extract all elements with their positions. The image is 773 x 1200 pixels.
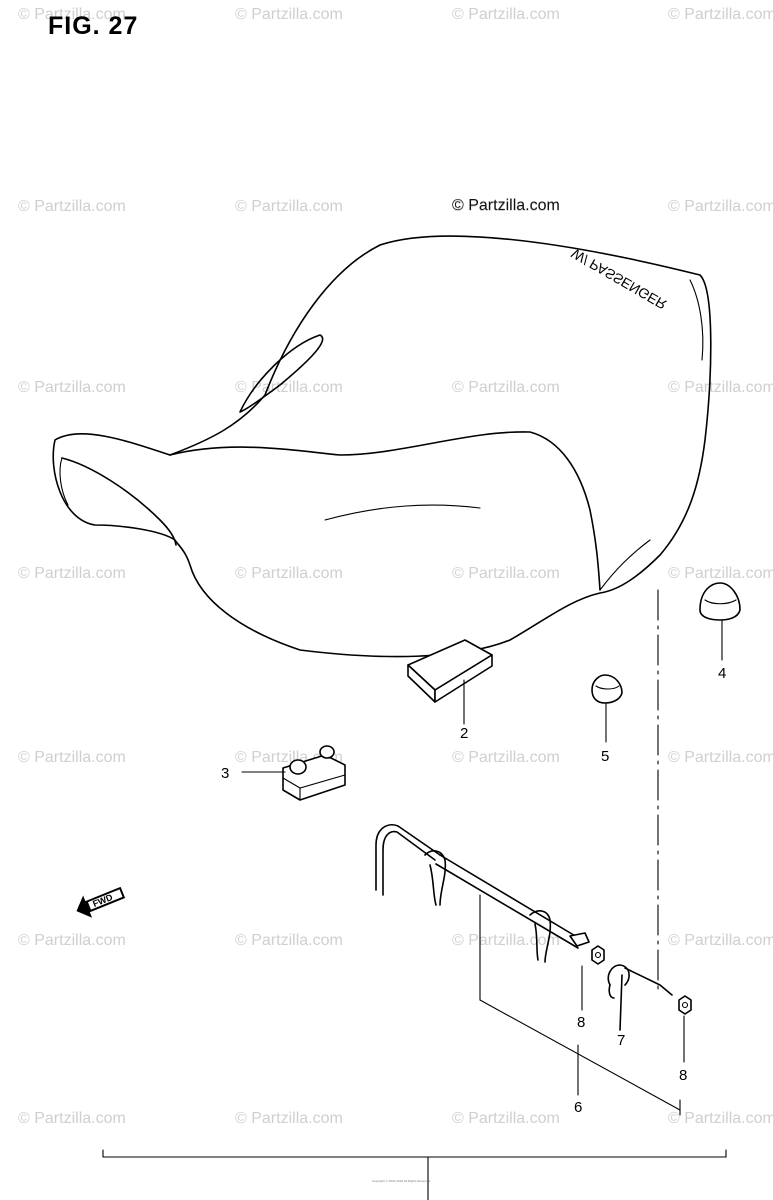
part-7-clip[interactable] (607, 964, 673, 1031)
watermark-6-0: © Partzilla.com (18, 1110, 126, 1127)
watermark-prominent: © Partzilla.com (452, 197, 560, 214)
part-number-8b: 8 (679, 1067, 687, 1084)
watermark-6-3: © Partzilla.com (668, 1110, 773, 1127)
watermark-1-0: © Partzilla.com (18, 198, 126, 215)
part-6-latch-rod[interactable] (375, 824, 590, 963)
watermark-3-0: © Partzilla.com (18, 565, 126, 582)
watermark-5-1: © Partzilla.com (235, 932, 343, 949)
watermark-6-1: © Partzilla.com (235, 1110, 343, 1127)
part-number-3: 3 (221, 765, 229, 782)
part-4-cushion[interactable] (699, 582, 741, 621)
assembly-bracket (102, 1149, 727, 1200)
footer-copyright: Copyright © 2001-2016 All Rights Reserve… (372, 1179, 430, 1183)
watermark-4-0: © Partzilla.com (18, 749, 126, 766)
part-2-pad[interactable] (407, 639, 493, 703)
seat-illustration[interactable]: W/ PASSENGER (52, 235, 712, 658)
part-8-nut-right[interactable] (678, 995, 692, 1015)
watermark-6-2: © Partzilla.com (452, 1110, 560, 1127)
part-number-8a: 8 (577, 1014, 585, 1031)
watermark-0-0: © Partzilla.com (18, 6, 126, 23)
watermark-5-2: © Partzilla.com (452, 932, 560, 949)
watermark-1-1: © Partzilla.com (235, 198, 343, 215)
watermark-4-3: © Partzilla.com (668, 749, 773, 766)
watermark-2-1: © Partzilla.com (235, 379, 343, 396)
bracket-6 (479, 894, 681, 1116)
part-number-4: 4 (718, 665, 726, 682)
watermark-4-2: © Partzilla.com (452, 749, 560, 766)
part-3-bracket[interactable] (282, 745, 346, 801)
seat-label: W/ PASSENGER (569, 245, 670, 312)
part-number-5: 5 (601, 748, 609, 765)
watermark-2-3: © Partzilla.com (668, 379, 773, 396)
watermark-3-1: © Partzilla.com (235, 565, 343, 582)
watermark-5-0: © Partzilla.com (18, 932, 126, 949)
watermark-2-2: © Partzilla.com (452, 379, 560, 396)
watermark-1-3: © Partzilla.com (668, 198, 773, 215)
watermark-layer: © Partzilla.com © Partzilla.com © Partzill… (18, 6, 773, 1127)
watermark-3-2: © Partzilla.com (452, 565, 560, 582)
part-number-6: 6 (574, 1099, 582, 1116)
watermark-0-1: © Partzilla.com (235, 6, 343, 23)
figure-title: FIG. 27 (48, 12, 138, 40)
watermark-0-3: © Partzilla.com (668, 6, 773, 23)
part-number-7: 7 (617, 1032, 625, 1049)
watermark-5-3: © Partzilla.com (668, 932, 773, 949)
part-5-cushion[interactable] (591, 674, 623, 704)
watermark-0-2: © Partzilla.com (452, 6, 560, 23)
part-8-nut-left[interactable] (591, 945, 605, 965)
watermark-3-3: © Partzilla.com (668, 565, 773, 582)
fwd-arrow-icon: FWD (76, 886, 126, 918)
watermark-2-0: © Partzilla.com (18, 379, 126, 396)
watermark-1-2: © Partzilla.com (452, 198, 560, 215)
part-number-2: 2 (460, 725, 468, 742)
